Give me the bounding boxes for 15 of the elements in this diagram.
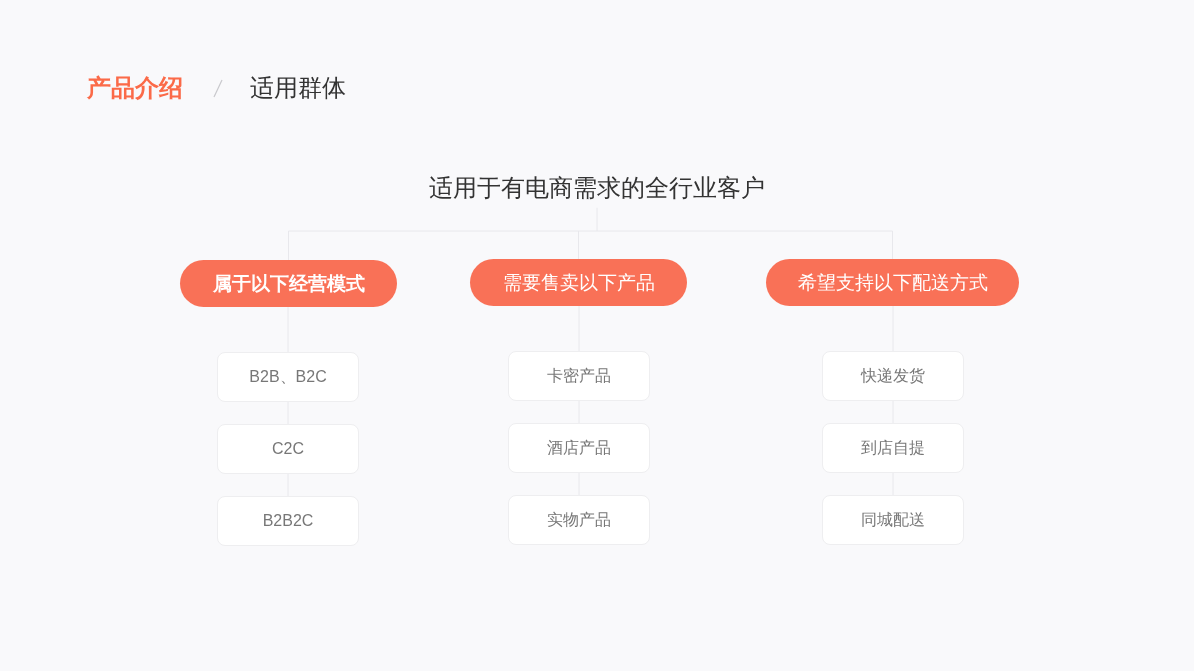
item-card: 到店自提 <box>822 423 964 473</box>
item-card: B2B2C <box>217 496 359 546</box>
item-card: 快递发货 <box>822 351 964 401</box>
item-card: C2C <box>217 424 359 474</box>
heading-text: 适用于有电商需求的全行业客户 <box>429 174 765 202</box>
item-card: 实物产品 <box>508 495 650 545</box>
item-card: 同城配送 <box>822 495 964 545</box>
category-pill: 需要售卖以下产品 <box>470 259 687 306</box>
item-card: B2B、B2C <box>217 352 359 402</box>
category-pill: 希望支持以下配送方式 <box>766 259 1019 306</box>
item-card: 酒店产品 <box>508 423 650 473</box>
category-pill: 属于以下经营模式 <box>180 260 397 307</box>
item-card: 卡密产品 <box>508 351 650 401</box>
section-title: 产品介绍 <box>87 74 183 102</box>
page-title: 适用群体 <box>250 74 346 102</box>
